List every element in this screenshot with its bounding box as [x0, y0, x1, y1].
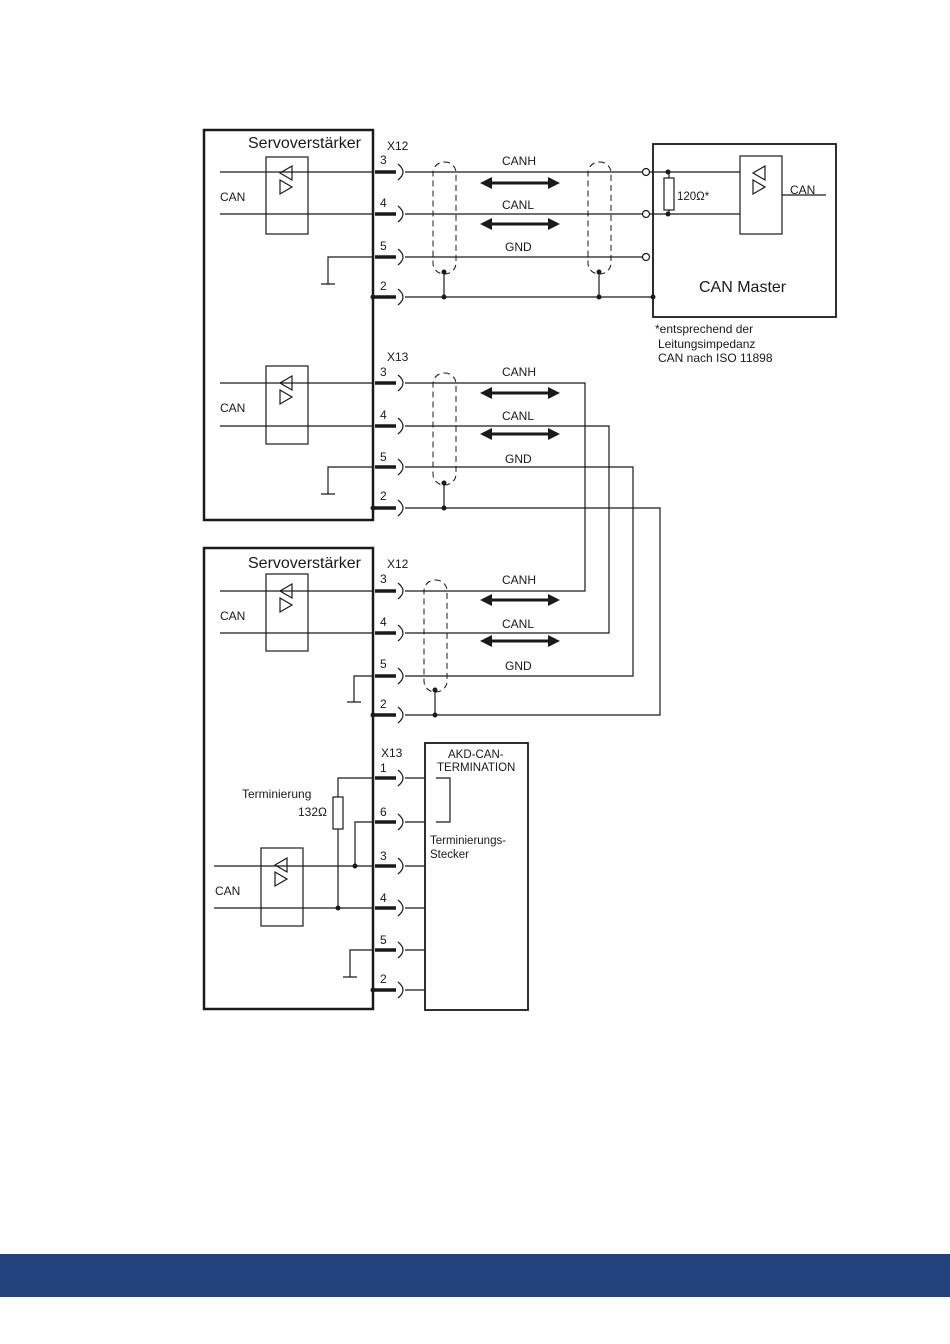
drive-1-x12-connector: X12 3 4 5 2: [375, 139, 409, 305]
drive-2-x13-label: X13: [381, 746, 403, 760]
master-can-label: CAN: [790, 183, 815, 197]
drive-1-x13-ground-symbol: [321, 467, 373, 494]
termination-plug-label-1: Terminierungs-: [430, 835, 506, 847]
master-title: CAN Master: [699, 279, 787, 296]
termination-plug-title-2: TERMINATION: [437, 762, 515, 774]
signal-label-canl: CANL: [502, 409, 534, 423]
footer-bar: [0, 1254, 950, 1297]
svg-text:CAN nach ISO 11898: CAN nach ISO 11898: [658, 351, 773, 365]
drive-2-x13-can-label: CAN: [215, 884, 240, 898]
signal-label-canh: CANH: [502, 365, 536, 379]
bidirectional-arrow: [480, 635, 560, 647]
pin-label: 3: [380, 365, 387, 379]
pin-label: 4: [380, 891, 387, 905]
signal-label-canh: CANH: [502, 154, 536, 168]
pin-label: 2: [380, 489, 387, 503]
termination-resistor: [333, 797, 343, 829]
drive-1-x12-ground-symbol: [321, 257, 373, 284]
pin-label: 5: [380, 239, 387, 253]
termination-plug-title-1: AKD-CAN-: [448, 749, 504, 761]
svg-text:Leitungsimpedanz: Leitungsimpedanz: [658, 337, 755, 351]
drive-1-title: Servoverstärker: [248, 135, 362, 152]
pin-label: 3: [380, 849, 387, 863]
drive-2-x13-connector: X13 1 6 3 4 5 2: [371, 746, 404, 998]
drive-1-x13-connector: X13 3 4 5 2: [375, 350, 409, 516]
pin-label: 2: [380, 697, 387, 711]
bidirectional-arrow: [480, 428, 560, 440]
bidirectional-arrow: [480, 218, 560, 230]
bidirectional-arrow: [480, 387, 560, 399]
pin-label: 4: [380, 408, 387, 422]
cable-drive1-master: CANH CANL GND: [371, 154, 654, 300]
bidirectional-arrow: [480, 594, 560, 606]
pin-label: 3: [380, 153, 387, 167]
drive-1-x12-can-label: CAN: [220, 190, 245, 204]
signal-label-canh: CANH: [502, 573, 536, 587]
drive-2-x12-connector: X12 3 4 5 2: [375, 557, 409, 723]
pin-label: 2: [380, 279, 387, 293]
drive-2-x12-can-label: CAN: [220, 609, 245, 623]
pin-label: 3: [380, 572, 387, 586]
termination-label: Terminierung: [242, 787, 311, 801]
termination-bridge: [436, 778, 450, 822]
drive-2-x13-ground-symbol: [343, 950, 373, 977]
drive-1-x13-label: X13: [387, 350, 409, 364]
pin-label: 5: [380, 933, 387, 947]
drive-2-title: Servoverstärker: [248, 555, 362, 572]
master-resistor: [664, 178, 674, 210]
pin-label: 5: [380, 657, 387, 671]
signal-label-canl: CANL: [502, 617, 534, 631]
termination-resistor-value: 132Ω: [298, 805, 327, 819]
termination-plug-label-2: Stecker: [430, 849, 469, 861]
pin-label: 4: [380, 615, 387, 629]
master-footnote: *entsprechend der Leitungsimpedanz CAN n…: [655, 322, 773, 365]
pin-label: 6: [380, 805, 387, 819]
pin-label: 2: [380, 972, 387, 986]
cable-drive1-drive2: CANH CANL GND CANH CANL GND: [371, 365, 661, 718]
pin-label: 4: [380, 196, 387, 210]
pin-label: 5: [380, 450, 387, 464]
can-master: 120Ω* CAN CAN Master: [649, 144, 836, 317]
drive-1-x12-label: X12: [387, 139, 409, 153]
drive-1-x13-can-label: CAN: [220, 401, 245, 415]
termination-plug: AKD-CAN- TERMINATION Terminierungs- Stec…: [405, 743, 528, 1010]
signal-label-gnd: GND: [505, 659, 532, 673]
svg-text:*entsprechend der: *entsprechend der: [655, 322, 753, 336]
drive-1: Servoverstärker CAN CAN: [204, 130, 373, 520]
drive-2-x12-label: X12: [387, 557, 409, 571]
signal-label-canl: CANL: [502, 198, 534, 212]
signal-label-gnd: GND: [505, 452, 532, 466]
master-resistor-value: 120Ω*: [677, 191, 710, 203]
drive-2-x12-ground-symbol: [347, 676, 373, 702]
signal-label-gnd: GND: [505, 240, 532, 254]
bidirectional-arrow: [480, 177, 560, 189]
drive-2: Servoverstärker CAN Terminierung 132Ω CA…: [204, 548, 373, 1009]
pin-label: 1: [380, 761, 387, 775]
